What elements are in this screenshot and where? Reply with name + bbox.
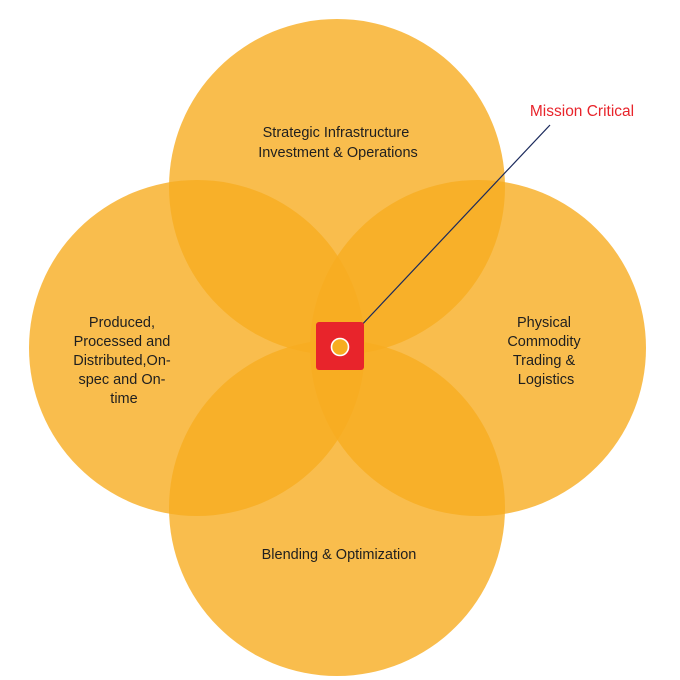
callout-line (340, 124, 551, 348)
circle-left-label: Produced, Processed and Distributed,On- … (73, 315, 175, 407)
callout-label: Mission Critical (530, 103, 634, 120)
center-dot (330, 337, 350, 357)
circle-top-label: Strategic Infrastructure Investment & Op… (258, 125, 418, 161)
circle-right-label: Physical Commodity Trading & Logistics (507, 315, 584, 388)
circle-bottom (169, 340, 505, 676)
circle-bottom-label: Blending & Optimization (262, 547, 417, 563)
